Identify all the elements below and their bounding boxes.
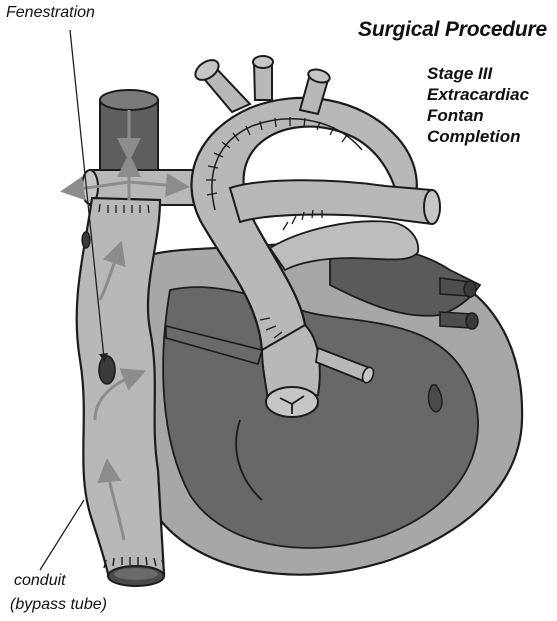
stage-line: Extracardiac <box>427 84 529 105</box>
stage-line: Stage III <box>427 63 529 84</box>
descending-aorta <box>230 180 432 224</box>
stage-caption: Stage III Extracardiac Fontan Completion <box>427 63 529 147</box>
conduit-pointer <box>40 500 84 570</box>
conduit-label: conduit <box>14 572 66 590</box>
diagram-title: Surgical Procedure <box>358 18 547 42</box>
stage-line: Completion <box>427 126 529 147</box>
stage-line: Fontan <box>427 105 529 126</box>
fenestration-hole <box>99 356 115 384</box>
fenestration-label: Fenestration <box>6 4 95 22</box>
bypass-tube-label: (bypass tube) <box>10 596 107 614</box>
conduit-clip <box>82 232 90 248</box>
